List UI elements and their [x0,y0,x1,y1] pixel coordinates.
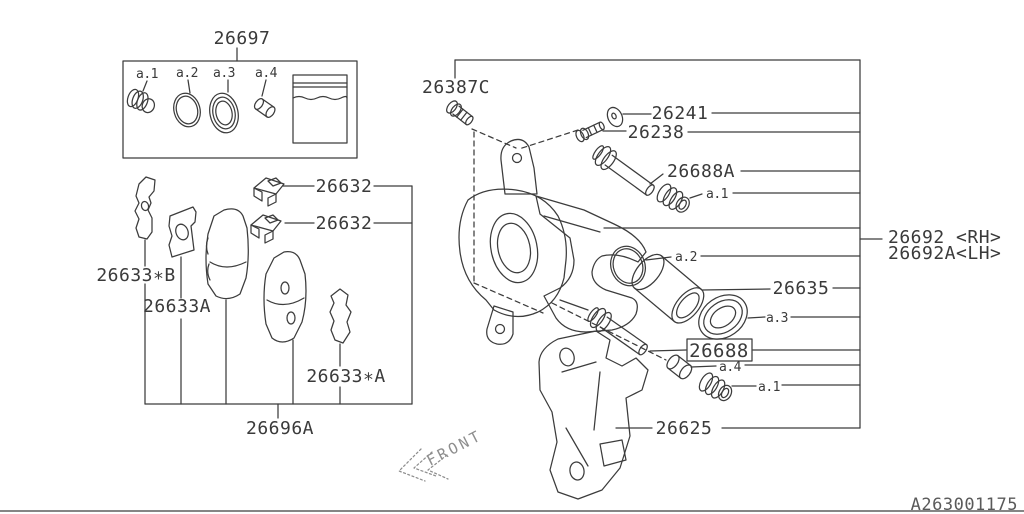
pad-clip-lower-drawing [250,214,282,244]
part-label-26692-rh[interactable]: 26692 <RH> [888,227,1001,248]
part-label-26241[interactable]: 26241 [652,103,709,124]
drawing-reference-code: A263001175 [911,495,1018,514]
kit-item-label-a3: a.3 [213,66,235,81]
pad-clip-upper-drawing [253,177,285,207]
sub-label-a3: a.3 [766,311,788,326]
kit-bushing-drawing [126,88,156,114]
outer-shim-hole [140,200,150,212]
sub-label-a1-lower: a.1 [758,380,780,395]
part-labels: 26697 a.1 a.2 a.3 a.4 26632 26632 26633∗… [96,28,1018,514]
part-label-26633sA[interactable]: 26633∗A [306,366,385,387]
sub-label-a1-upper: a.1 [706,187,728,202]
grease-packet-drawing [292,74,348,144]
leader-lines [142,47,883,429]
part-label-26632-lower[interactable]: 26632 [316,213,373,234]
kit-item-label-a4: a.4 [255,66,278,81]
front-label: FRONT [424,426,486,469]
part-label-26632-upper[interactable]: 26632 [316,176,373,197]
part-label-26697[interactable]: 26697 [214,28,271,49]
shim-a-drawing [329,288,352,344]
inner-shim-drawing [168,206,197,258]
brake-pad-outer-drawing [263,251,307,343]
piston-boot-drawing [698,294,748,340]
slide-pin-upper-drawing [592,145,655,196]
kit-item-label-a1: a.1 [136,67,158,82]
part-label-26635[interactable]: 26635 [773,278,830,299]
kit-box-outline [122,60,358,159]
pad-set-group [134,176,352,344]
boot-upper-drawing [656,183,690,213]
kit-seal-ring-drawing [173,92,201,128]
caliper-bore [489,212,539,284]
front-direction-arrow: FRONT [398,426,486,482]
brake-pad-inner-drawing [205,208,249,300]
part-label-26688-highlighted[interactable]: 26688 [689,340,749,362]
part-label-26688A[interactable]: 26688A [667,161,735,182]
kit-item-label-a2: a.2 [176,66,198,81]
lock-bolt-drawing [446,100,474,126]
washer-drawing [606,106,624,128]
part-label-26696A[interactable]: 26696A [246,418,314,439]
kit-pin-drawing [253,98,276,118]
outer-shim-drawing [134,176,156,240]
kit-boot-drawing [209,92,239,134]
part-label-26633A[interactable]: 26633A [143,296,211,317]
assembly-dashed-lines [471,128,667,361]
caliper-upper-lug [500,138,538,195]
support-bracket-drawing [538,330,649,500]
caliper-lower-lug [486,305,514,345]
sub-label-a2: a.2 [675,250,697,265]
sleeve-drawing [666,354,693,380]
seal-kit-box [122,60,358,159]
slide-pin-lower-drawing [587,307,648,356]
part-label-26238[interactable]: 26238 [628,122,685,143]
piston-drawing [631,253,705,324]
sub-label-a4: a.4 [719,360,742,375]
highlighted-part-box[interactable] [686,338,753,362]
bleeder-screw-drawing [575,121,605,143]
caliper-bridge-claw [535,195,647,333]
part-label-26625[interactable]: 26625 [656,418,713,439]
part-label-26387C[interactable]: 26387C [422,77,490,98]
inner-shim-hole [175,223,189,241]
part-label-26633B[interactable]: 26633∗B [96,265,175,286]
part-label-26692a-lh[interactable]: 26692A<LH> [888,243,1001,264]
boot-lower-drawing [698,372,733,402]
caliper-body-drawing [458,138,647,345]
